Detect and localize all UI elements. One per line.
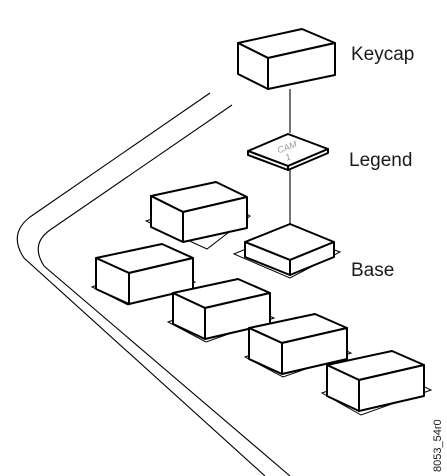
base-label: Base	[351, 260, 394, 281]
keycap-label: Keycap	[351, 44, 414, 65]
panel-key-back	[146, 182, 250, 249]
legend-insert: CAM 1	[248, 134, 328, 170]
figure-id: 8053_54r0	[432, 419, 444, 472]
base-part	[234, 224, 340, 278]
legend-label: Legend	[349, 150, 412, 171]
keycap-part	[238, 29, 335, 89]
